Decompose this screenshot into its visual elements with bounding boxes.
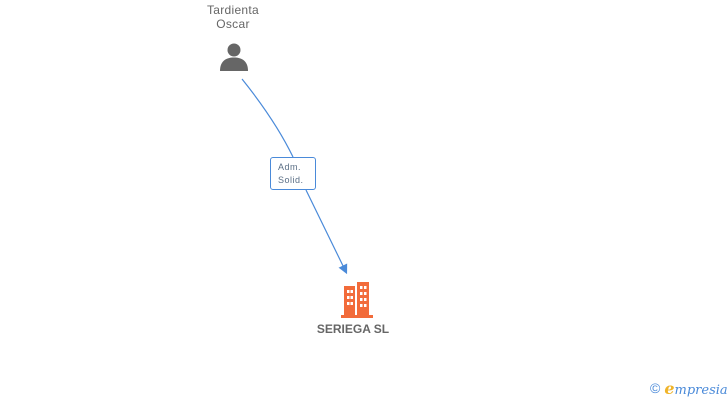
footer-brand: © empresia	[650, 378, 728, 398]
edge-person-to-company	[241, 78, 346, 272]
company-name[interactable]: SERIEGA SL	[316, 322, 390, 336]
person-name-line2: Oscar	[216, 17, 250, 31]
building-icon[interactable]	[341, 282, 373, 318]
relation-label-line1: Adm.	[278, 162, 302, 172]
copyright-symbol: ©	[650, 380, 661, 396]
person-name-line1: Tardienta	[206, 3, 260, 17]
relation-label[interactable]: Adm. Solid.	[270, 157, 316, 190]
person-name[interactable]: Tardienta Oscar	[183, 3, 283, 31]
brand-rest: mpresia	[674, 382, 728, 398]
relation-label-line2: Solid.	[278, 175, 304, 185]
brand-logo: empresia	[664, 379, 727, 398]
person-icon[interactable]	[219, 42, 249, 72]
brand-initial: e	[664, 378, 675, 398]
